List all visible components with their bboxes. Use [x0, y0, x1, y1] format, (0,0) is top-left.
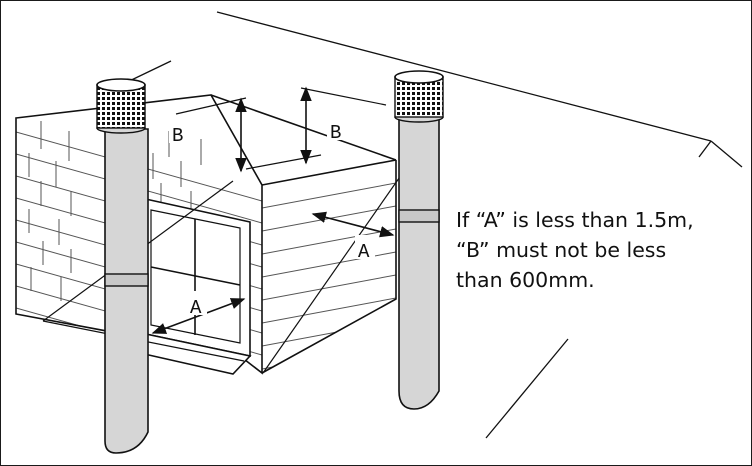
roof-lines: [120, 11, 743, 439]
flue-pipe-left: [96, 78, 149, 454]
note-line-3: than 600mm.: [456, 268, 595, 292]
label-b-right: B: [330, 122, 341, 144]
label-a-side: A: [358, 241, 370, 263]
flue-pipe-right: [394, 70, 444, 410]
dimension-arrows: [151, 86, 395, 334]
window: [129, 197, 252, 375]
label-a-front: A: [190, 297, 202, 319]
note-line-1: If “A” is less than 1.5m,: [456, 208, 694, 232]
label-b-left: B: [172, 125, 183, 147]
clearance-note: If “A” is less than 1.5m, “B” must not b…: [456, 205, 746, 295]
note-line-2: “B” must not be less: [456, 238, 667, 262]
